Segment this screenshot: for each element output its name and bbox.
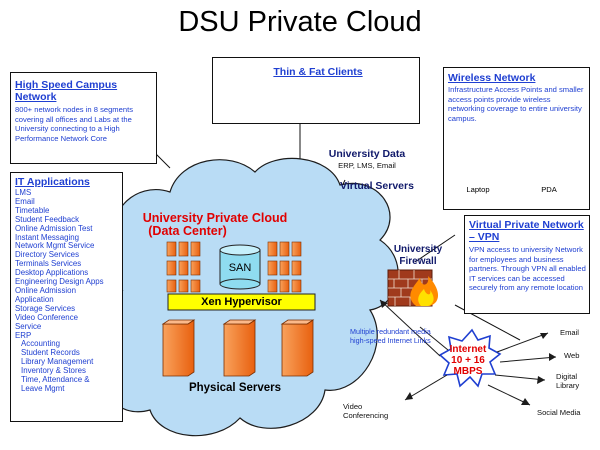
physical-server-towers	[161, 319, 315, 377]
list-item: Directory Services	[15, 250, 80, 260]
virtual-server-cubes	[166, 241, 302, 293]
list-item: Instant Messaging	[15, 232, 80, 242]
list-item: Video Conference	[15, 312, 79, 322]
university-data-heading: University Data	[328, 148, 406, 160]
campus-network-box: High Speed Campus Network 800+ network n…	[10, 72, 157, 164]
internet-links-note: Multiple redundant media high-speed Inte…	[350, 327, 431, 345]
internet-label: Internet 10 + 16 MBPS	[440, 344, 496, 377]
private-cloud-label: University Private Cloud	[142, 211, 288, 225]
internet-label-line1: Internet	[449, 344, 487, 355]
list-item: Leave Mgmt	[21, 383, 65, 393]
firewall-label: University Firewall	[378, 244, 458, 268]
firewall-label-line1: University	[393, 244, 443, 255]
it-applications-heading: IT Applications	[15, 176, 90, 188]
internet-label-line3: MBPS	[453, 366, 483, 377]
service-digital-library: Digital Library	[556, 372, 580, 390]
san-label: SAN	[228, 262, 252, 274]
list-item: Student Feedback	[15, 214, 80, 224]
data-center-label: (Data Center)	[148, 224, 227, 238]
list-item: Terminals Services	[15, 259, 82, 269]
list-item: Accounting	[21, 339, 61, 349]
service-email: Email	[560, 328, 579, 337]
list-item: Inventory & Stores	[21, 366, 86, 376]
vpn-box: Virtual Private Network – VPN VPN access…	[464, 215, 590, 314]
list-item: Timetable	[15, 205, 50, 215]
internet-arrows	[379, 299, 557, 406]
clients-heading: Thin & Fat Clients	[273, 66, 363, 78]
wireless-heading: Wireless Network	[448, 72, 536, 84]
arrow-heads	[380, 300, 556, 405]
list-item: Storage Services	[15, 303, 76, 313]
list-item: Service	[15, 321, 42, 331]
list-item: Desktop Applications	[15, 268, 89, 278]
list-item: ERP	[15, 330, 32, 340]
service-video-conferencing: Video Conferencing	[343, 402, 389, 420]
hypervisor-label: Xen Hypervisor	[201, 296, 282, 308]
it-applications-list: LMS Email Timetable Student Feedback Onl…	[15, 189, 121, 394]
service-social-media: Social Media	[537, 408, 581, 417]
physical-servers-label: Physical Servers	[188, 382, 282, 394]
service-web: Web	[564, 351, 580, 360]
pda-label: PDA	[541, 185, 557, 194]
it-applications-box: IT Applications LMS Email Timetable Stud…	[10, 172, 123, 422]
list-item: Email	[15, 196, 35, 206]
firewall-label-line2: Firewall	[399, 256, 437, 267]
list-item: Network Mgmt Service	[15, 241, 95, 251]
list-item: Library Management	[21, 357, 94, 367]
list-item: Application	[15, 294, 54, 304]
campus-network-heading: High Speed Campus Network	[15, 79, 118, 103]
internet-star-icon	[438, 328, 502, 388]
vpn-heading: Virtual Private Network – VPN	[469, 219, 584, 243]
list-item: Time, Attendance &	[21, 375, 90, 385]
firewall-icon	[387, 269, 439, 307]
san-storage-icon	[219, 244, 261, 290]
campus-network-text: 800+ network nodes in 8 segments coverin…	[15, 105, 133, 143]
vpn-text: VPN access to university Network for emp…	[469, 245, 586, 293]
internet-label-line2: 10 + 16	[451, 355, 485, 366]
page-title: DSU Private Cloud	[178, 6, 422, 38]
wireless-text: Infrastructure Access Points and smaller…	[448, 85, 584, 123]
list-item: Engineering Design Apps	[15, 277, 104, 287]
list-item: LMS	[15, 189, 32, 197]
hypervisor-bar	[167, 293, 316, 311]
virtual-servers-label: Virtual Servers	[340, 180, 414, 192]
clients-box: Thin & Fat Clients	[212, 57, 420, 124]
university-data-sub: ERP, LMS, Email	[338, 161, 396, 170]
laptop-label: Laptop	[466, 185, 490, 194]
list-item: Online Admission Test	[15, 223, 93, 233]
list-item: Student Records	[21, 348, 80, 358]
list-item: Online Admission	[15, 285, 76, 295]
wireless-box: Wireless Network Infrastructure Access P…	[443, 67, 590, 210]
